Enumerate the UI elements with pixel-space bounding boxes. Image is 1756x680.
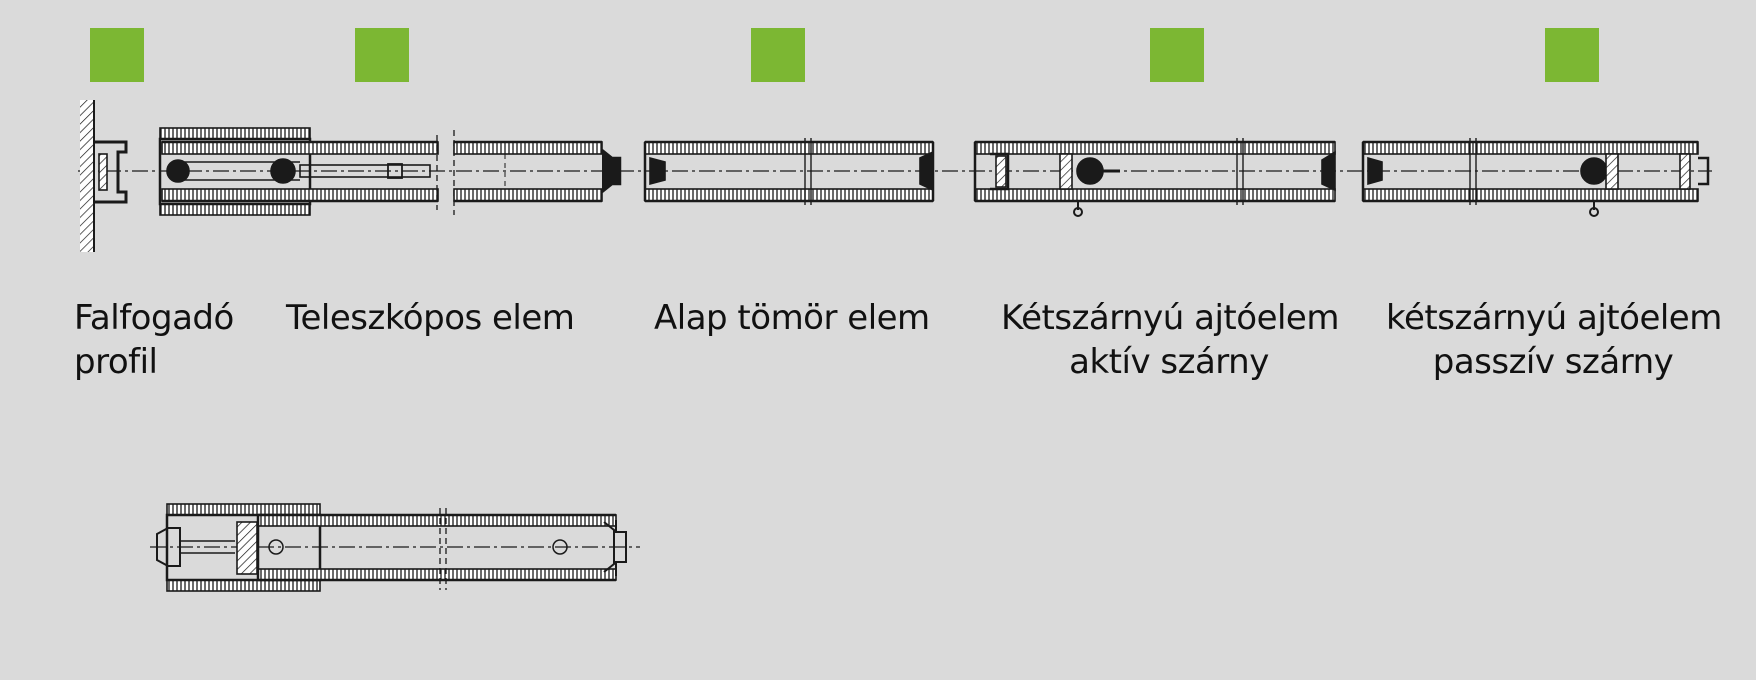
- label-1-line-1: Falfogadó: [74, 298, 234, 338]
- label-4: Kétszárnyú ajtóelem aktív szárny: [1001, 296, 1339, 384]
- passive-leaf-drawing: [1361, 138, 1710, 217]
- active-leaf-drawing: [973, 138, 1336, 217]
- detail-drawing: [150, 503, 640, 592]
- label-5-line-2: passzív szárny: [1432, 342, 1674, 382]
- label-2: Teleszkópos elem: [286, 296, 575, 340]
- badge-backgrounds: [90, 28, 1599, 82]
- wall-profile-drawing: [80, 100, 128, 252]
- label-1: Falfogadó profil: [74, 296, 234, 384]
- label-4-line-2: aktív szárny: [1069, 342, 1269, 382]
- label-3: Alap tömör elem: [654, 296, 930, 340]
- label-5-line-1: kétszárnyú ajtóelem: [1386, 298, 1722, 338]
- label-5: kétszárnyú ajtóelem passzív szárny: [1386, 296, 1722, 384]
- label-1-line-2: profil: [74, 342, 158, 382]
- label-4-line-1: Kétszárnyú ajtóelem: [1001, 298, 1339, 338]
- label-2-line-1: Teleszkópos elem: [286, 298, 575, 338]
- telescopic-element-drawing: [158, 127, 622, 216]
- label-3-line-1: Alap tömör elem: [654, 298, 930, 338]
- solid-element-drawing: [643, 138, 935, 205]
